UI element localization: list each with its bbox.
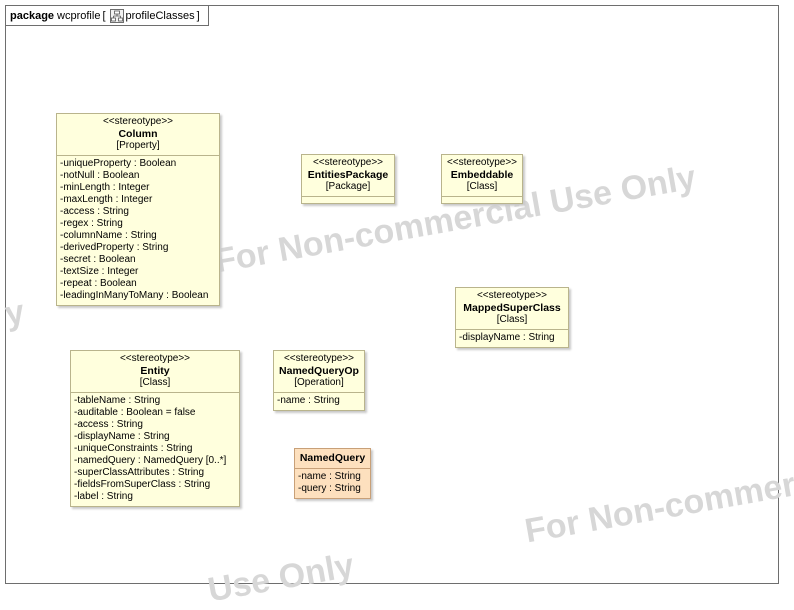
attribute: -regex : String	[60, 218, 123, 229]
element-name: NamedQuery	[299, 452, 366, 464]
embeddable-stereotype[interactable]: <<stereotype>> Embeddable [Class]	[441, 154, 523, 204]
element-name: Embeddable	[450, 169, 514, 181]
frame-title-tab: package wcprofile [ profileClasses ]	[6, 6, 209, 26]
stereotype-label: <<stereotype>>	[446, 157, 518, 168]
attribute: -tableName : String	[74, 395, 161, 406]
attribute: -uniqueProperty : Boolean	[60, 158, 177, 169]
attribute: -textSize : Integer	[60, 266, 139, 277]
metaclass-label: [Operation]	[294, 377, 344, 388]
column-stereotype[interactable]: <<stereotype>> Column [Property] -unique…	[56, 113, 220, 306]
attribute-compartment: -name : String	[274, 392, 364, 410]
empty-compartment	[442, 196, 522, 203]
attribute: -secret : Boolean	[60, 254, 136, 265]
attribute-compartment: -tableName : String -auditable : Boolean…	[71, 392, 239, 506]
attribute: -derivedProperty : String	[60, 242, 169, 253]
frame-close-bracket: ]	[196, 9, 200, 22]
stereotype-label: <<stereotype>>	[102, 116, 174, 127]
metaclass-label: [Property]	[116, 140, 160, 151]
frame-diagram-name: profileClasses	[125, 9, 195, 22]
element-name: Column	[118, 128, 158, 140]
attribute: -maxLength : Integer	[60, 194, 153, 205]
stereotype-label: <<stereotype>>	[312, 157, 384, 168]
entity-stereotype[interactable]: <<stereotype>> Entity [Class] -tableName…	[70, 350, 240, 507]
attribute: -label : String	[74, 491, 133, 502]
attribute: -fieldsFromSuperClass : String	[74, 479, 211, 490]
attribute: -uniqueConstraints : String	[74, 443, 193, 454]
entities-package-stereotype[interactable]: <<stereotype>> EntitiesPackage [Package]	[301, 154, 395, 204]
element-name: Entity	[140, 365, 170, 377]
named-query-class[interactable]: NamedQuery -name : String -query : Strin…	[294, 448, 371, 499]
attribute: -access : String	[60, 206, 129, 217]
attribute: -superClassAttributes : String	[74, 467, 205, 478]
stereotype-label: <<stereotype>>	[283, 353, 355, 364]
attribute-compartment: -displayName : String	[456, 329, 568, 347]
named-query-op-stereotype[interactable]: <<stereotype>> NamedQueryOp [Operation] …	[273, 350, 365, 411]
metaclass-label: [Class]	[496, 314, 528, 325]
attribute: -leadingInManyToMany : Boolean	[60, 290, 209, 301]
attribute-compartment: -uniqueProperty : Boolean -notNull : Boo…	[57, 155, 219, 305]
attribute: -query : String	[298, 483, 361, 494]
attribute: -displayName : String	[459, 332, 555, 343]
element-name: MappedSuperClass	[463, 302, 561, 314]
frame-open-bracket: [	[102, 9, 106, 22]
element-name: EntitiesPackage	[307, 169, 389, 181]
frame-package-name: wcprofile	[57, 9, 101, 22]
empty-compartment	[302, 196, 394, 203]
attribute: -columnName : String	[60, 230, 157, 241]
stereotype-label: <<stereotype>>	[476, 290, 548, 301]
attribute: -repeat : Boolean	[60, 278, 137, 289]
attribute: -displayName : String	[74, 431, 170, 442]
metaclass-label: [Class]	[139, 377, 171, 388]
attribute: -access : String	[74, 419, 143, 430]
attribute: -minLength : Integer	[60, 182, 150, 193]
attribute: -name : String	[298, 471, 361, 482]
attribute: -namedQuery : NamedQuery [0..*]	[74, 455, 227, 466]
metaclass-label: [Package]	[325, 181, 371, 192]
frame-keyword: package	[10, 9, 55, 22]
attribute: -name : String	[277, 395, 340, 406]
stereotype-label: <<stereotype>>	[119, 353, 191, 364]
element-name: NamedQueryOp	[279, 365, 359, 377]
attribute-compartment: -name : String -query : String	[295, 468, 370, 498]
attribute: -auditable : Boolean = false	[74, 407, 196, 418]
mapped-super-class-stereotype[interactable]: <<stereotype>> MappedSuperClass [Class] …	[455, 287, 569, 348]
metaclass-label: [Class]	[466, 181, 498, 192]
attribute: -notNull : Boolean	[60, 170, 140, 181]
class-diagram-icon	[109, 8, 124, 23]
